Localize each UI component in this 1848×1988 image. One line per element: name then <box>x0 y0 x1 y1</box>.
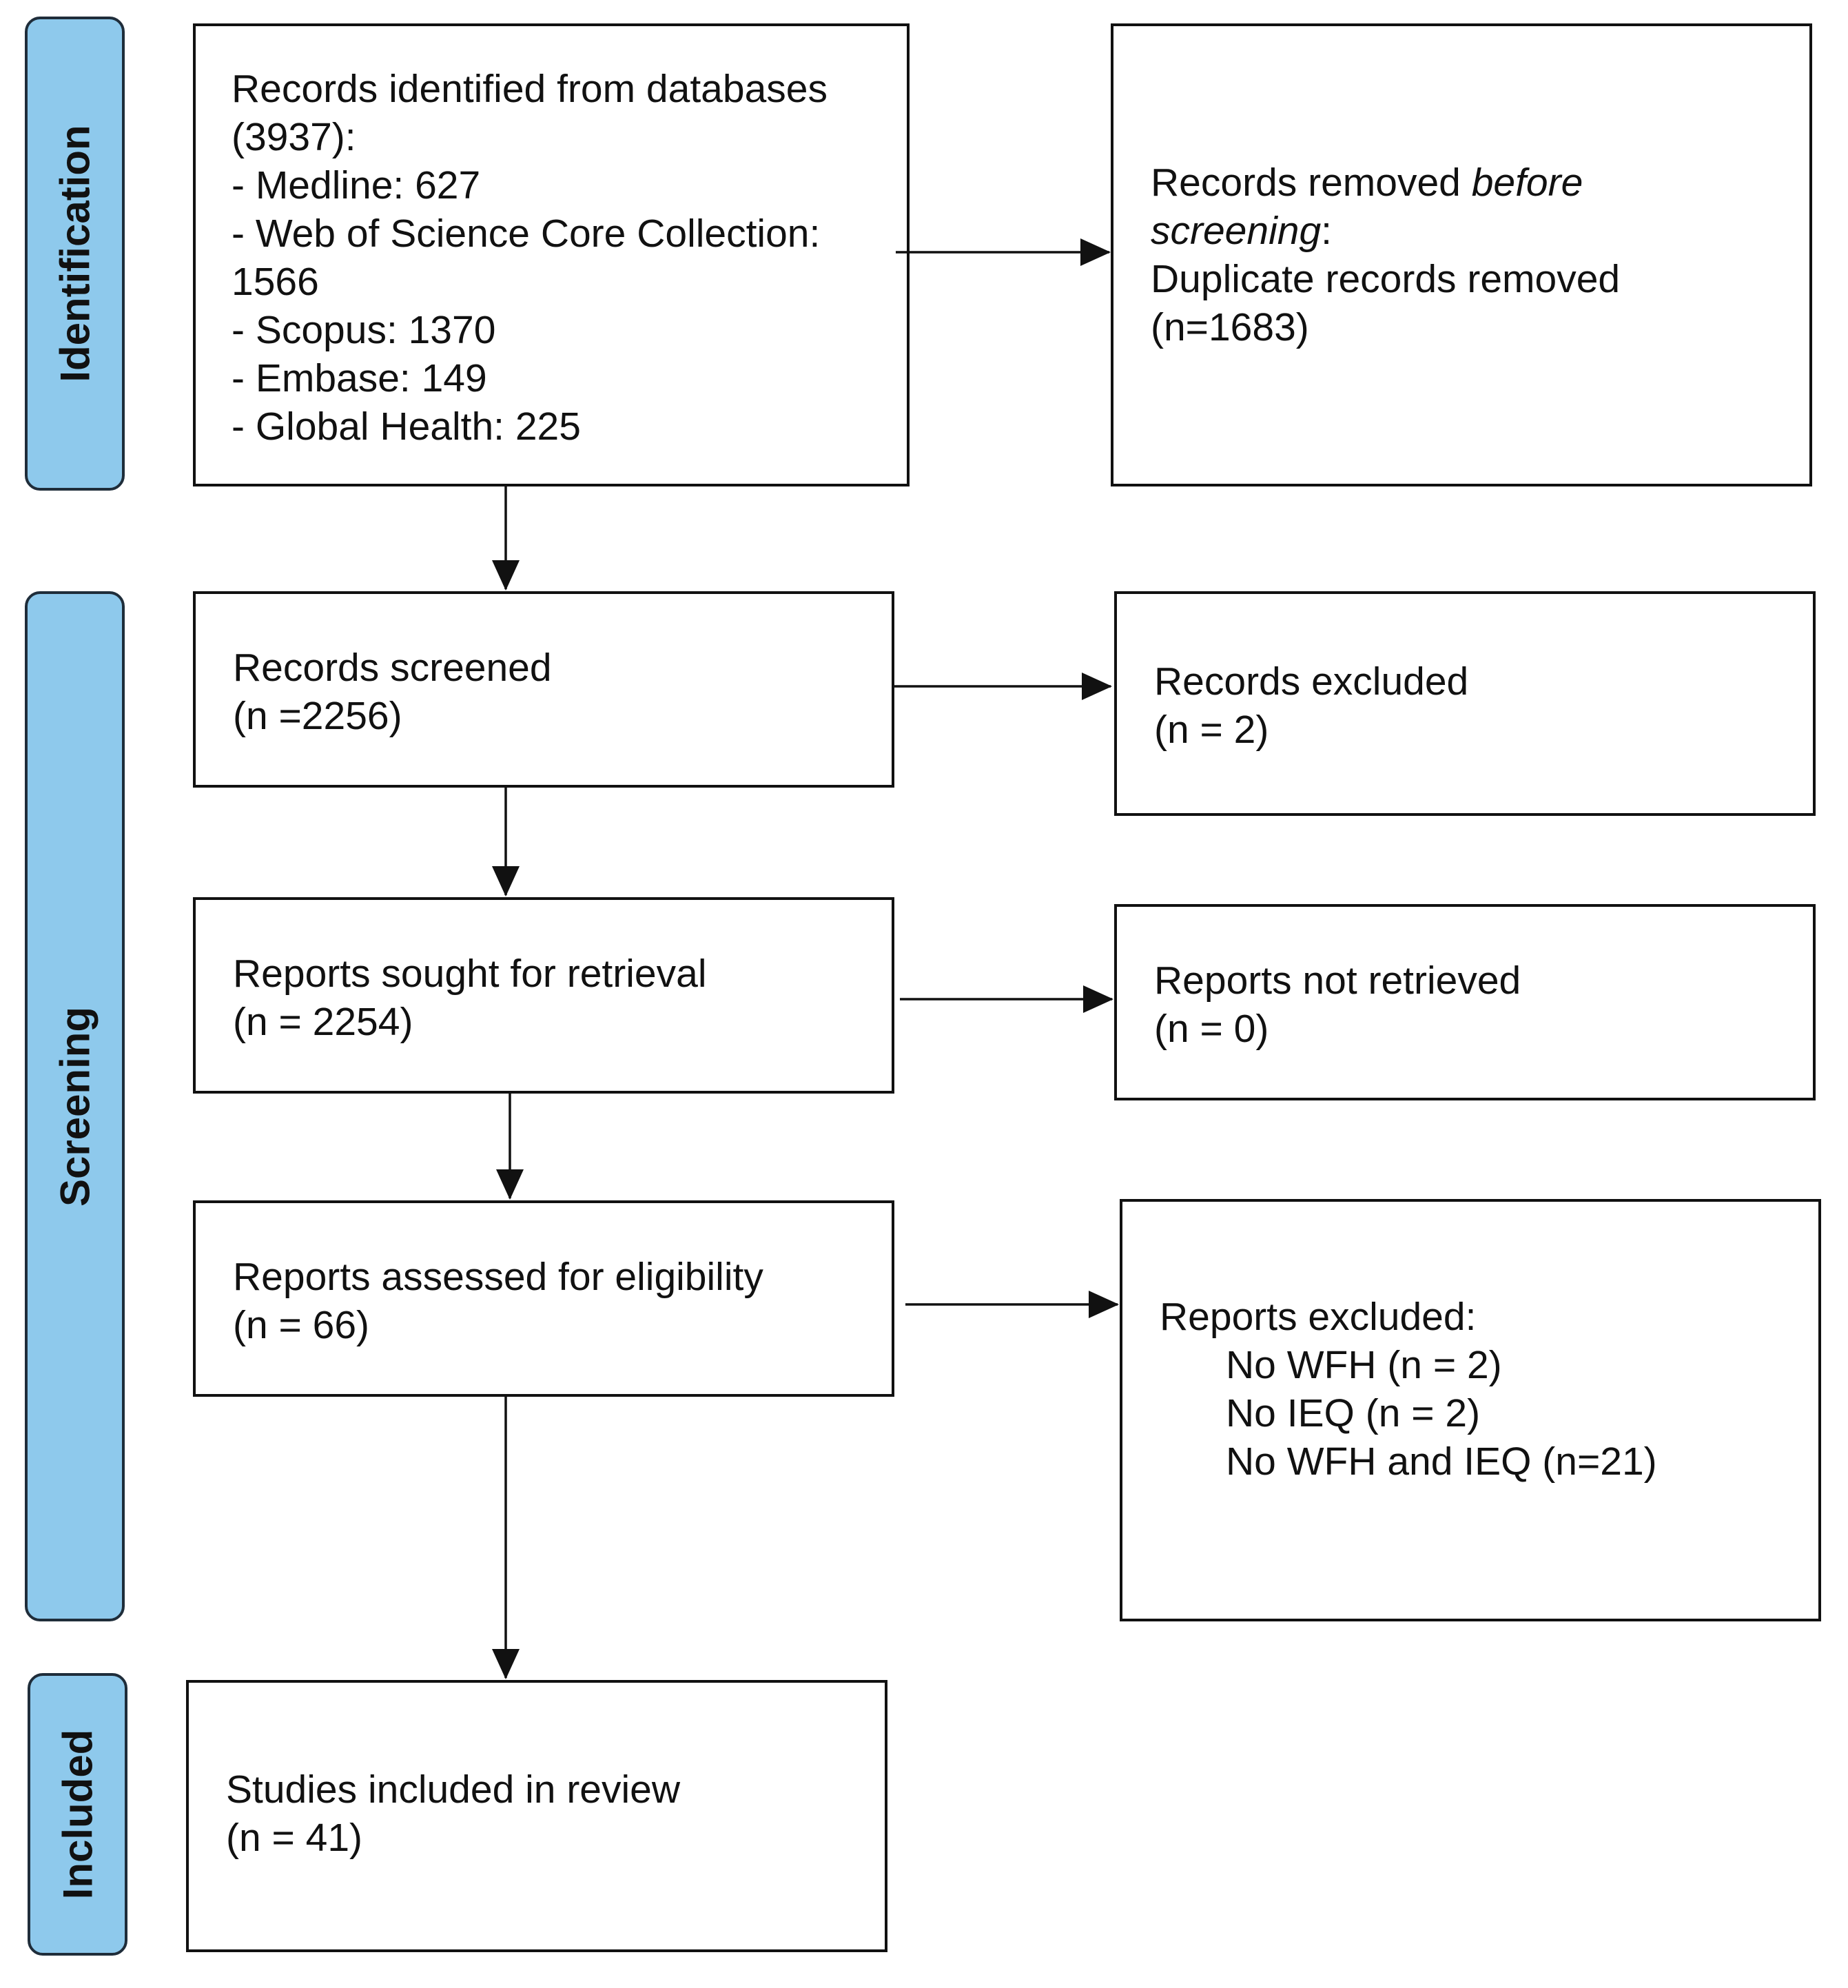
records-screened-box: Records screened (n =2256) <box>193 591 894 788</box>
records-identified-line: Records identified from databases <box>232 67 828 111</box>
records-identified-box: Records identified from databases (3937)… <box>193 23 910 486</box>
records-excluded-box: Records excluded (n = 2) <box>1114 591 1816 816</box>
reports-not-retrieved-count: (n = 0) <box>1154 1007 1269 1051</box>
phase-bar-included: Included <box>28 1673 127 1956</box>
records-identified-line: - Global Health: 225 <box>232 404 581 449</box>
records-removed-count: (n=1683) <box>1151 305 1309 349</box>
phase-bar-screening: Screening <box>25 591 125 1621</box>
records-excluded-label: Records excluded <box>1154 659 1469 704</box>
studies-included-count: (n = 41) <box>226 1816 363 1860</box>
records-removed-suffix: : <box>1321 209 1332 253</box>
reports-not-retrieved-box: Reports not retrieved (n = 0) <box>1114 904 1816 1100</box>
reports-sought-box: Reports sought for retrieval (n = 2254) <box>193 897 894 1094</box>
records-removed-prefix: Records removed <box>1151 161 1472 205</box>
records-removed-emphasis-screening: screening <box>1151 209 1322 253</box>
records-removed-line-2: screening: <box>1151 207 1809 255</box>
reports-assessed-label: Reports assessed for eligibility <box>233 1255 763 1299</box>
studies-included-box: Studies included in review (n = 41) <box>186 1680 887 1952</box>
records-identified-line: (3937): <box>232 115 356 159</box>
reports-not-retrieved-label: Reports not retrieved <box>1154 959 1521 1003</box>
phase-bar-identification: Identification <box>25 17 125 491</box>
records-removed-line-1: Records removed before <box>1151 158 1809 207</box>
records-identified-line: - Web of Science Core Collection: <box>232 212 821 256</box>
reports-sought-label: Reports sought for retrieval <box>233 952 707 996</box>
records-screened-label: Records screened <box>233 646 552 690</box>
records-identified-line: - Embase: 149 <box>232 356 487 400</box>
records-identified-line: 1566 <box>232 260 319 304</box>
records-identified-line: - Medline: 627 <box>232 163 481 207</box>
reports-excluded-reason: No WFH and IEQ (n=21) <box>1226 1439 1657 1484</box>
records-removed-line-3: Duplicate records removed <box>1151 257 1621 301</box>
records-removed-box: Records removed before screening: Duplic… <box>1111 23 1812 486</box>
records-identified-line: - Scopus: 1370 <box>232 308 496 352</box>
reports-excluded-reason: No IEQ (n = 2) <box>1226 1391 1481 1435</box>
studies-included-label: Studies included in review <box>226 1767 681 1812</box>
records-removed-emphasis-before: before <box>1471 161 1583 205</box>
reports-sought-count: (n = 2254) <box>233 1000 413 1044</box>
reports-excluded-box: Reports excluded: No WFH (n = 2) No IEQ … <box>1120 1199 1821 1621</box>
reports-excluded-heading: Reports excluded: <box>1160 1295 1477 1339</box>
reports-assessed-count: (n = 66) <box>233 1303 370 1347</box>
records-screened-count: (n =2256) <box>233 694 402 738</box>
records-excluded-count: (n = 2) <box>1154 708 1269 752</box>
reports-assessed-box: Reports assessed for eligibility (n = 66… <box>193 1200 894 1397</box>
reports-excluded-reason: No WFH (n = 2) <box>1226 1343 1502 1387</box>
